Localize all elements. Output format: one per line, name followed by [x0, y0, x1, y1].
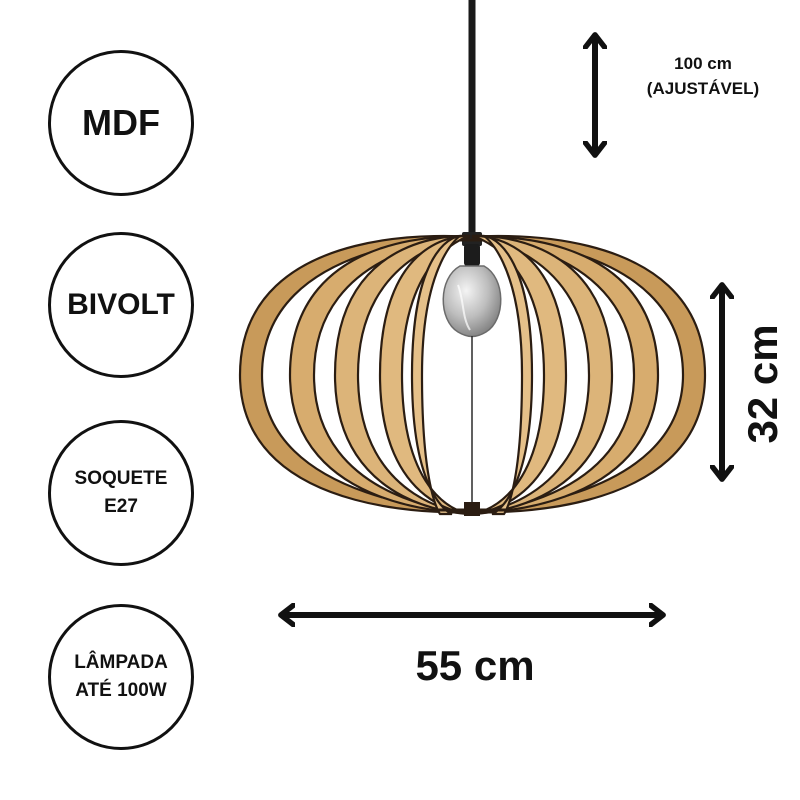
bulb-badge: LÂMPADA ATÉ 100W	[48, 604, 194, 750]
height-label: 32 cm	[739, 324, 786, 444]
front-ribs	[378, 234, 568, 516]
bulb-icon	[442, 244, 502, 512]
voltage-badge: BIVOLT	[48, 232, 194, 378]
material-label: MDF	[82, 102, 160, 143]
socket-badge: SOQUETE E27	[48, 420, 194, 566]
material-badge: MDF	[48, 50, 194, 196]
width-label: 55 cm	[415, 642, 535, 689]
socket-label: SOQUETE E27	[74, 468, 168, 517]
voltage-label: BIVOLT	[67, 288, 175, 321]
cable-length-label: 100 cm (AJUSTÁVEL)	[646, 54, 760, 98]
bulb-label: LÂMPADA ATÉ 100W	[74, 652, 168, 701]
